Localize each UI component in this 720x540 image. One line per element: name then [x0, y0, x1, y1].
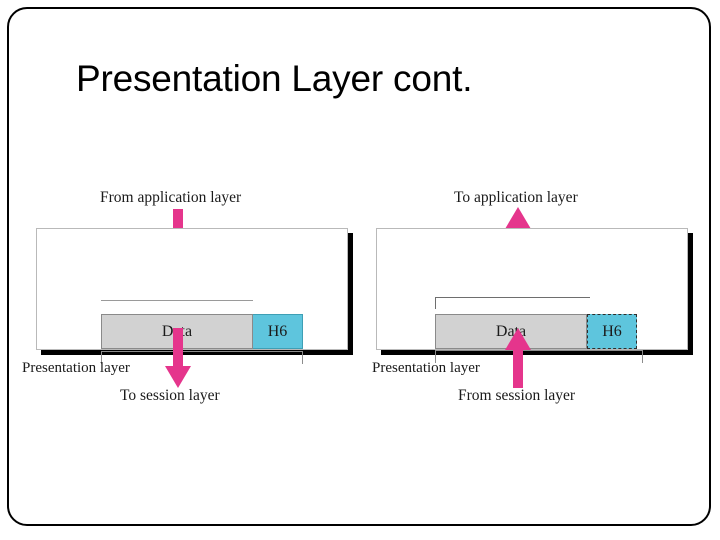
arrow-from-session-layer [505, 328, 531, 388]
diagram-sending-side: From application layer Data H6 Presentat… [22, 185, 362, 415]
packet: Data H6 [435, 314, 637, 349]
caption-to-session-layer: To session layer [120, 387, 220, 404]
caption-from-session-layer: From session layer [458, 387, 576, 404]
packet-span-bracket [435, 350, 643, 363]
page-title: Presentation Layer cont. [76, 58, 473, 99]
packet-bar: Data H6 [435, 314, 637, 349]
packet: Data H6 [101, 314, 303, 349]
presentation-layer-box: Data H6 [36, 228, 348, 364]
packet-span-bracket [101, 351, 303, 364]
data-span-bracket [101, 300, 253, 309]
presentation-layer-box: Data H6 [376, 228, 688, 363]
caption-to-application-layer: To application layer [454, 189, 578, 206]
arrow-to-session-layer [165, 328, 191, 388]
packet-bar: Data H6 [101, 314, 303, 349]
label-presentation-layer-left: Presentation layer [22, 360, 130, 376]
diagram-receiving-side: To application layer Data H6 Presentatio… [368, 185, 708, 415]
data-span-bracket [435, 297, 590, 309]
label-presentation-layer-right: Presentation layer [372, 360, 480, 376]
packet-header-block-h6: H6 [587, 314, 637, 349]
packet-header-block-h6: H6 [253, 314, 303, 349]
caption-from-application-layer: From application layer [100, 189, 242, 206]
